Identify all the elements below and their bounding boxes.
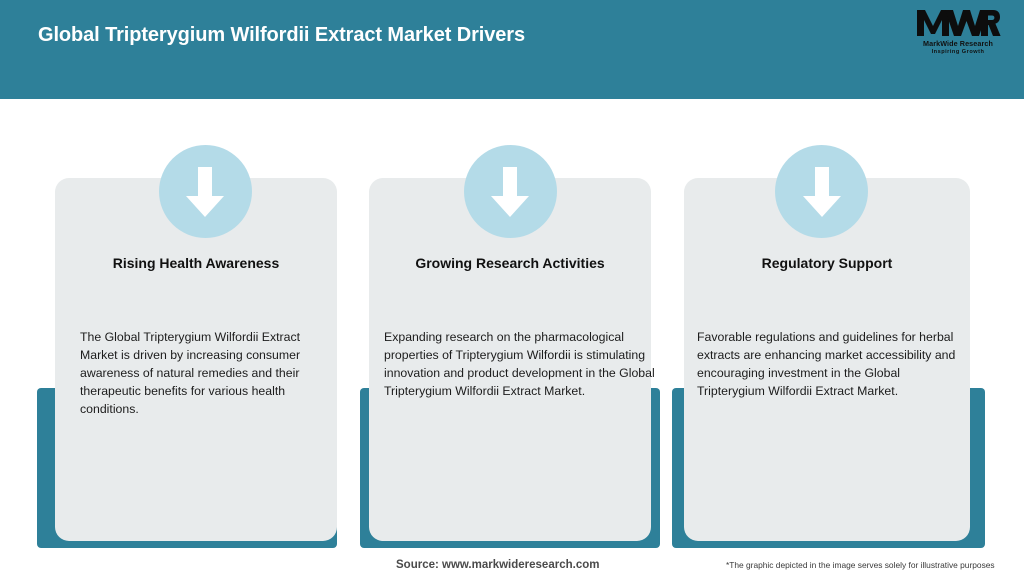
down-arrow-glyph xyxy=(491,166,529,217)
brand-logo: MarkWide Research Inspiring Growth xyxy=(910,8,1006,60)
card-body-3: Favorable regulations and guidelines for… xyxy=(697,330,956,398)
card-body-2: Expanding research on the pharmacologica… xyxy=(384,330,655,398)
card-panel-3 xyxy=(684,178,970,541)
card-heading-3: Regulatory Support xyxy=(761,255,893,271)
down-arrow-glyph xyxy=(802,166,841,217)
disclaimer-label: *The graphic depicted in the image serve… xyxy=(726,560,995,570)
down-arrow-icon xyxy=(463,145,557,238)
card-panel-2 xyxy=(369,178,651,541)
logo-company-name: MarkWide Research xyxy=(923,39,993,48)
down-arrow-icon xyxy=(775,145,868,238)
down-arrow-glyph xyxy=(186,166,224,217)
card-body-1: The Global Tripterygium Wilfordii Extrac… xyxy=(80,330,301,416)
logo-tagline: Inspiring Growth xyxy=(931,49,985,55)
source-label: Source: www.markwideresearch.com xyxy=(396,559,600,571)
card-heading-2: Growing Research Activities xyxy=(415,255,605,271)
card-heading-1: Rising Health Awareness xyxy=(112,255,280,271)
down-arrow-icon xyxy=(158,145,252,238)
mwr-logo-icon xyxy=(917,10,1001,36)
header-bar: Global Tripterygium Wilfordii Extract Ma… xyxy=(0,0,1024,99)
page-title: Global Tripterygium Wilfordii Extract Ma… xyxy=(38,24,525,46)
card-panel-1 xyxy=(55,178,337,541)
